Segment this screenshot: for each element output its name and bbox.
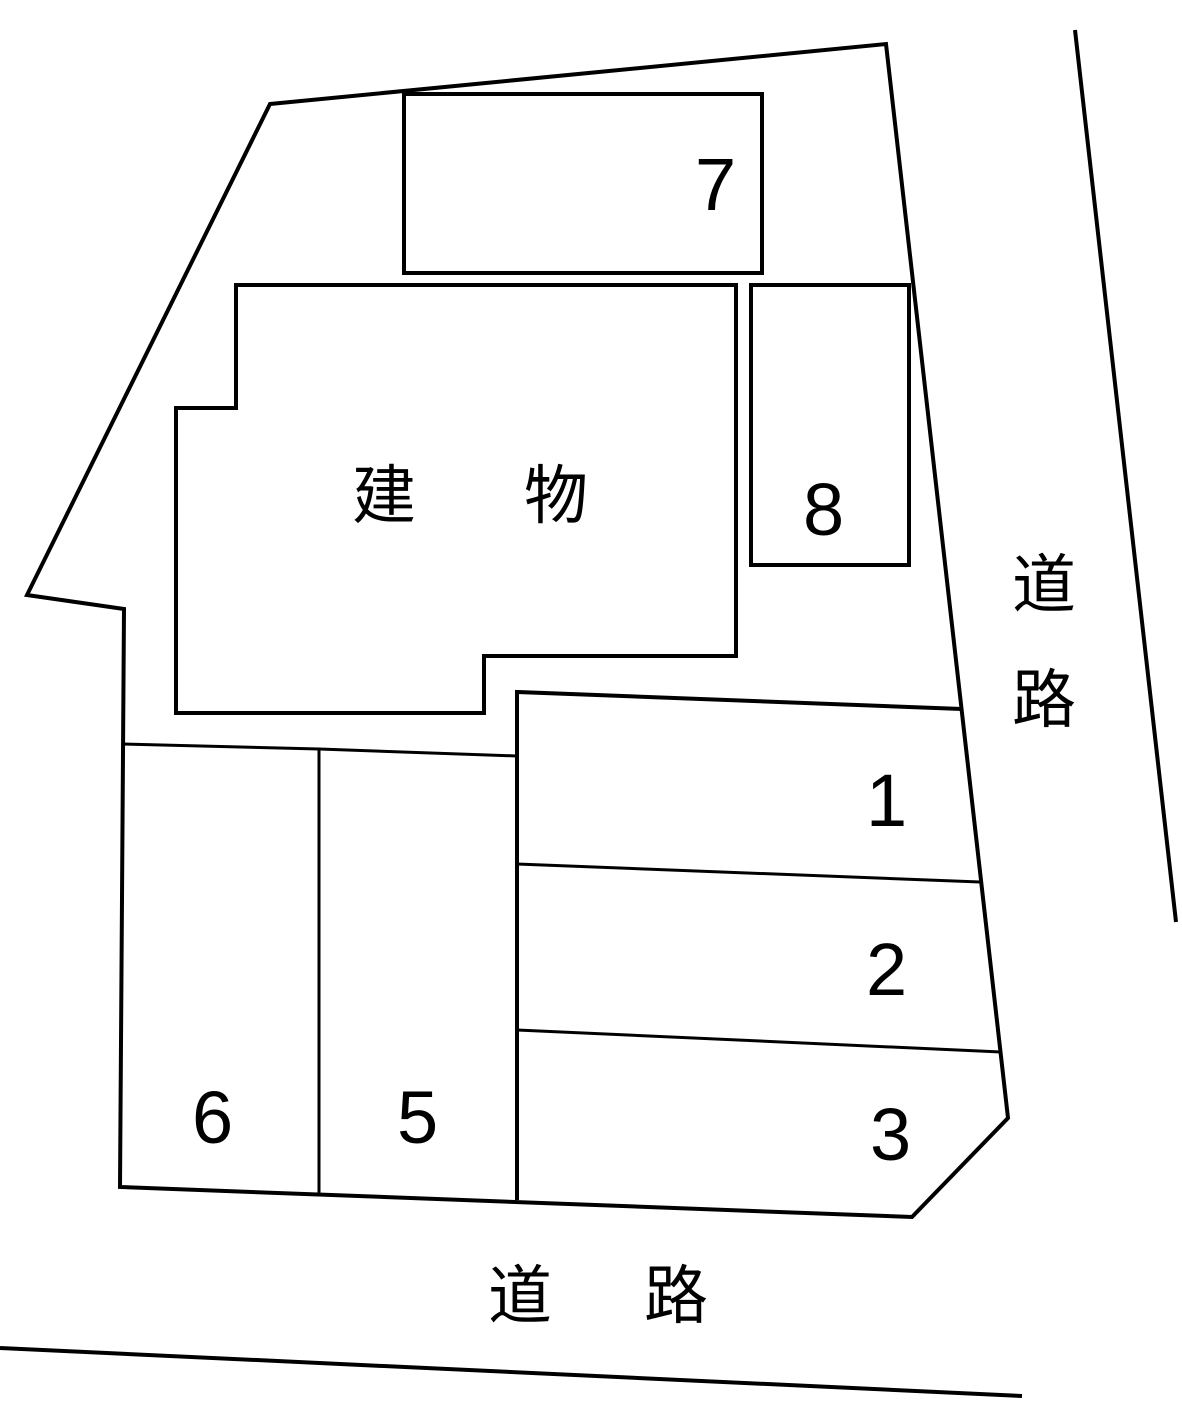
building-label: 建 物 (352, 460, 610, 534)
lot-boundary (23, 41, 1011, 1220)
space-label-8: 8 (803, 468, 844, 551)
space-label-1: 1 (866, 759, 907, 842)
road-right-edge (1073, 29, 1178, 923)
divider-2-3 (516, 1028, 1002, 1054)
space-label-6: 6 (192, 1076, 233, 1159)
road-right-label-2: 路 (1012, 664, 1076, 738)
building-outline (174, 283, 738, 715)
road-bottom-edge (0, 1346, 1023, 1398)
divider-1-2 (516, 862, 981, 884)
space-label-2: 2 (866, 928, 907, 1011)
parking-space-7[interactable] (402, 92, 764, 275)
road-right-label-1: 道 (1012, 549, 1076, 623)
road-bottom-label: 道 路 (488, 1260, 722, 1334)
space-label-5: 5 (397, 1076, 438, 1159)
space-label-7: 7 (695, 143, 736, 226)
parking-space-8[interactable] (749, 283, 911, 567)
space-label-3: 3 (870, 1093, 911, 1176)
